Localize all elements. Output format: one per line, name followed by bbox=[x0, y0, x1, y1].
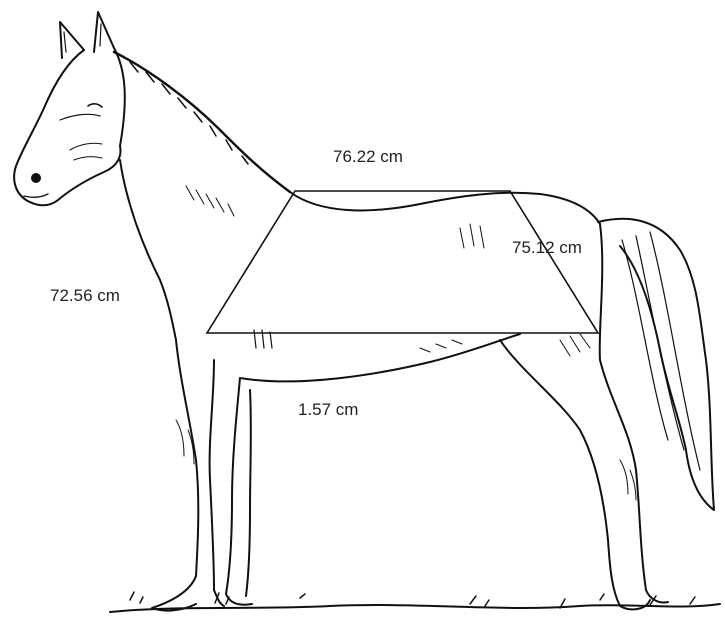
measurement-trapezoid bbox=[207, 191, 598, 333]
horse-front-leg-left bbox=[152, 340, 198, 611]
measurement-left-label: 72.56 cm bbox=[50, 287, 120, 304]
measurement-bottom-label: 1.57 cm bbox=[298, 401, 358, 418]
ground-line bbox=[110, 604, 720, 612]
measurement-top-label: 76.22 cm bbox=[333, 148, 403, 165]
measurement-right-label: 75.12 cm bbox=[512, 239, 582, 256]
horse-head bbox=[14, 50, 120, 205]
ear-front bbox=[94, 12, 114, 52]
horse-belly bbox=[240, 334, 520, 381]
horse-rear-leg bbox=[600, 224, 668, 603]
horse-tail bbox=[598, 219, 714, 510]
horse-back bbox=[290, 192, 600, 224]
horse-neck bbox=[120, 160, 176, 340]
